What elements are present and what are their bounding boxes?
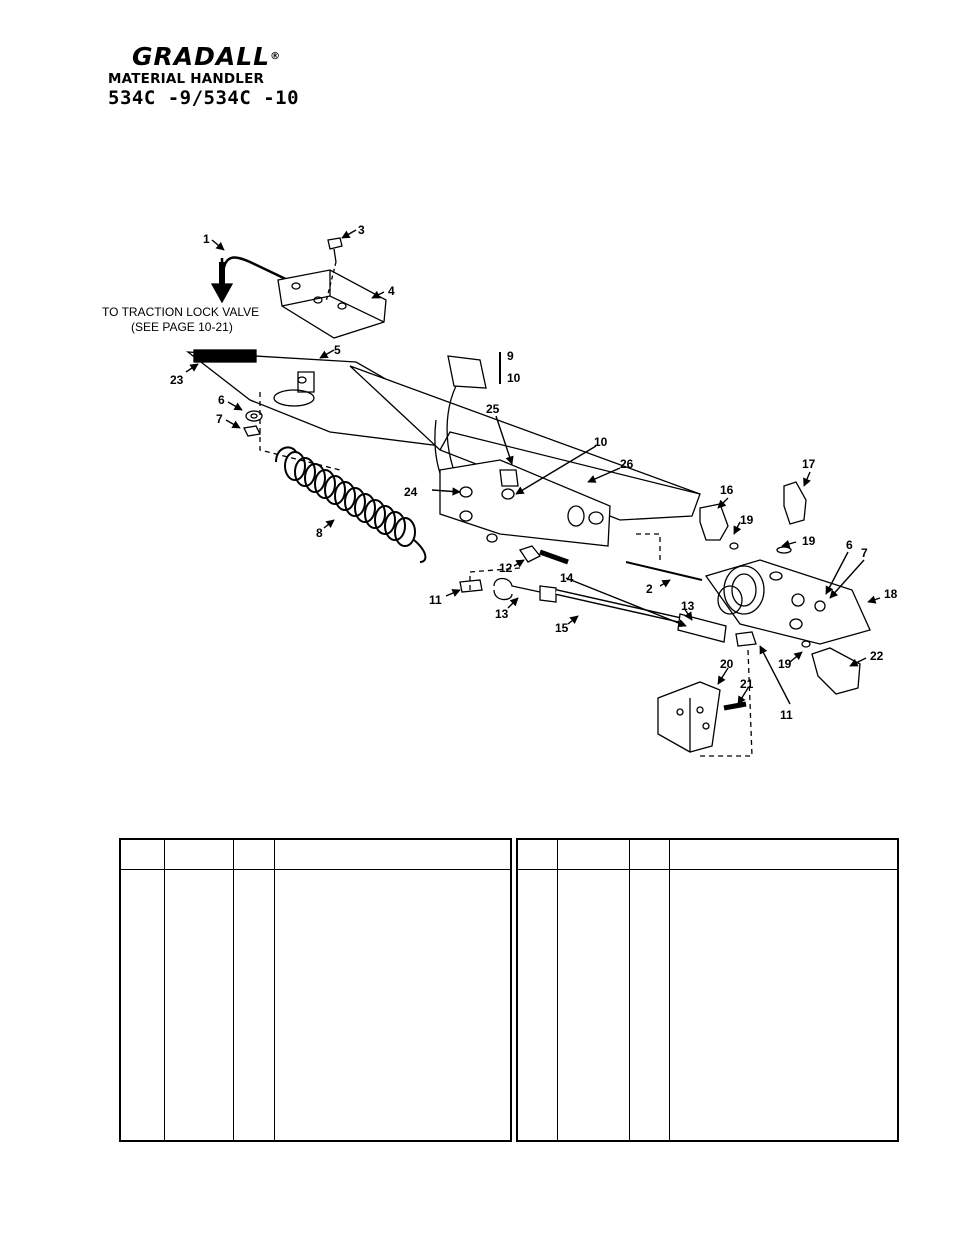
callout-18: 18 [884, 587, 898, 601]
callout-19-lower: 19 [778, 657, 792, 671]
callout-16: 16 [720, 483, 734, 497]
callout-17: 17 [802, 457, 816, 471]
callout-26: 26 [620, 457, 634, 471]
callout-21: 21 [740, 677, 754, 691]
callout-7-right: 7 [861, 546, 868, 560]
callout-3: 3 [358, 223, 365, 237]
callout-2: 2 [646, 582, 653, 596]
brand-name: GRADALL [132, 42, 271, 71]
callout-1: 1 [203, 232, 210, 246]
page-header: GRADALL® MATERIAL HANDLER 534C -9/534C -… [108, 44, 308, 110]
callout-15: 15 [555, 621, 569, 635]
callout-12: 12 [499, 561, 513, 575]
brand-logo: GRADALL® [132, 44, 308, 70]
callout-11-left: 11 [429, 593, 442, 607]
table-header-rule [121, 869, 510, 870]
callout-10-top: 10 [507, 371, 521, 385]
callout-labels: 1 3 4 5 23 6 7 8 9 10 25 10 26 24 16 17 … [170, 223, 898, 722]
callout-23: 23 [170, 373, 184, 387]
parts-linework [185, 237, 871, 757]
callout-11-right: 11 [780, 708, 793, 722]
callout-5: 5 [334, 343, 341, 357]
parts-table-left [119, 838, 512, 1142]
registered-mark: ® [270, 51, 282, 62]
callout-24: 24 [404, 485, 418, 499]
table-column-divider [164, 840, 165, 1140]
callout-20: 20 [720, 657, 734, 671]
callout-19-upper-right: 19 [802, 534, 816, 548]
table-column-divider [669, 840, 670, 1140]
leader-lines [185, 229, 881, 705]
table-header-rule [518, 869, 897, 870]
product-subtitle: MATERIAL HANDLER [108, 71, 265, 87]
callout-6-right: 6 [846, 538, 853, 552]
callout-22: 22 [870, 649, 884, 663]
callout-9: 9 [507, 349, 514, 363]
table-column-divider [629, 840, 630, 1140]
callout-13-right: 13 [681, 599, 695, 613]
model-number: 534C -9/534C -10 [108, 87, 300, 109]
callout-25: 25 [486, 402, 500, 416]
callout-19-upper-left: 19 [740, 513, 754, 527]
parts-table-right [516, 838, 899, 1142]
table-column-divider [233, 840, 234, 1140]
callout-6-left: 6 [218, 393, 225, 407]
table-column-divider [557, 840, 558, 1140]
callout-4: 4 [388, 284, 395, 298]
traction-lock-note-line2: (SEE PAGE 10-21) [131, 320, 233, 334]
callout-7-left: 7 [216, 412, 223, 426]
callout-14: 14 [560, 571, 574, 585]
callout-10-mid: 10 [594, 435, 608, 449]
callout-13-left: 13 [495, 607, 509, 621]
table-column-divider [274, 840, 275, 1140]
callout-8: 8 [316, 526, 323, 540]
traction-lock-note-line1: TO TRACTION LOCK VALVE [102, 305, 259, 319]
